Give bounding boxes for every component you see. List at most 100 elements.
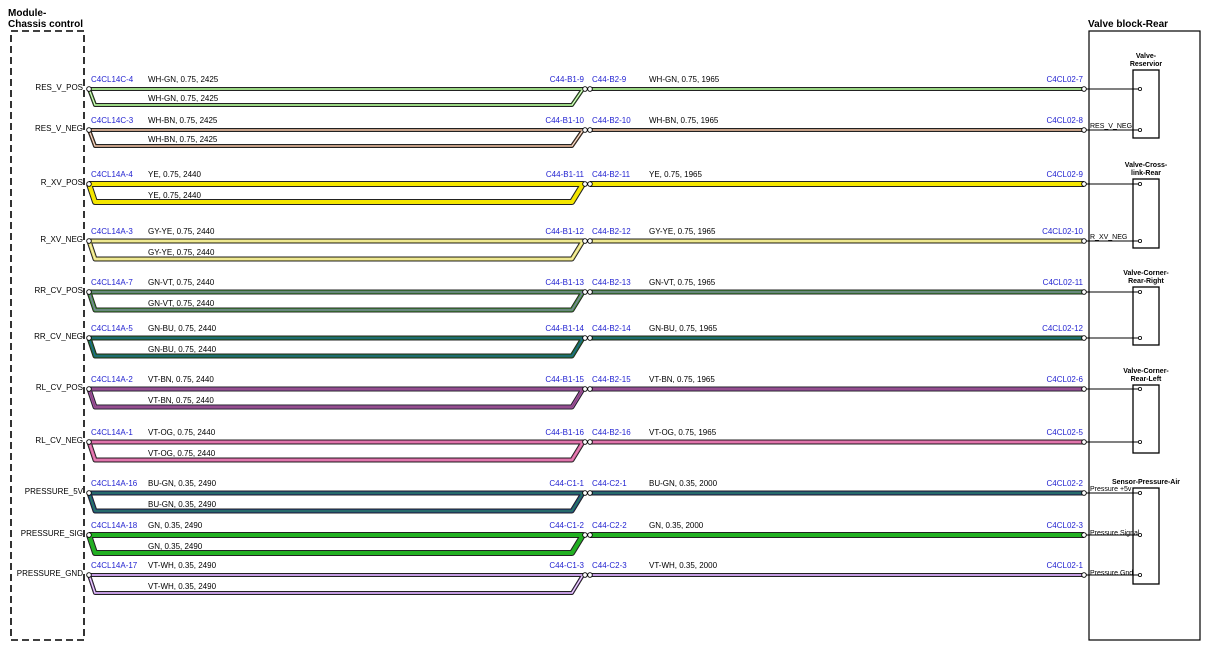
wire-label-return: WH-GN, 0.75, 2425 [148, 94, 219, 103]
component-pin-label: R_XV_NEG [1090, 234, 1127, 241]
component-pin [1138, 573, 1143, 578]
terminal-inline-a [582, 532, 588, 538]
wire-label: GN-VT, 0.75, 1965 [649, 278, 716, 287]
component-pin-label: RES_V_NEG [1090, 123, 1132, 130]
connector-label: C44-B1-16 [545, 428, 584, 437]
terminal-inline-a [582, 86, 588, 92]
connector-label: C44-C2-3 [592, 561, 627, 570]
terminal-right [1081, 86, 1087, 92]
connector-label: C44-B2-16 [592, 428, 631, 437]
pin-label: RL_CV_POS [36, 383, 83, 392]
wire-loop-stripe [88, 388, 584, 408]
terminal-left [86, 490, 92, 496]
wire-label-return: VT-OG, 0.75, 2440 [148, 449, 216, 458]
terminal-inline-b [587, 335, 593, 341]
wire-label-return: VT-BN, 0.75, 2440 [148, 396, 214, 405]
connector-label: C4CL02-2 [1047, 479, 1084, 488]
wire-loop-stripe [88, 492, 584, 512]
component-valve-reservior: Valve- Reservior RES_V_NEG [1090, 53, 1163, 139]
terminal-left [86, 335, 92, 341]
component-pin [1138, 289, 1143, 294]
wire-loop-stripe [88, 129, 584, 147]
wire-loop-stripe [88, 441, 584, 461]
terminal-right [1081, 490, 1087, 496]
wire-label-return: GN, 0.35, 2490 [148, 542, 203, 551]
connector-label: C44-B1-15 [545, 375, 584, 384]
circuit-pressure-sig [86, 532, 1143, 556]
terminal-inline-b [587, 532, 593, 538]
connector-label: C4CL14A-4 [91, 170, 133, 179]
connector-label: C4CL14C-4 [91, 75, 134, 84]
terminal-inline-a [582, 127, 588, 133]
component-title: Valve- [1136, 53, 1157, 60]
wire-label: GN, 0.35, 2490 [148, 521, 203, 530]
connector-label: C4CL02-5 [1047, 428, 1084, 437]
component-title: Rear-Left [1131, 376, 1162, 383]
circuit-res-v-pos [87, 87, 1143, 107]
terminal-inline-b [587, 490, 593, 496]
wire-loop-stripe [88, 574, 584, 594]
wire-loop-stripe [88, 88, 584, 106]
component-box [1132, 178, 1160, 249]
wire-loop-stripe [88, 240, 584, 260]
terminal-inline-a [582, 490, 588, 496]
circuit-r-xv-neg [86, 238, 1143, 262]
component-pin [1138, 238, 1143, 243]
wire-label: GN-BU, 0.75, 2440 [148, 324, 217, 333]
sensor-pin-label: Pressure Signal [1090, 530, 1140, 537]
wire-label: WH-BN, 0.75, 2425 [148, 116, 218, 125]
connector-label: C44-B2-11 [592, 170, 631, 179]
wire-label: VT-OG, 0.75, 2440 [148, 428, 216, 437]
wire-loop [87, 182, 585, 204]
terminal-inline-b [587, 86, 593, 92]
component-box [1132, 384, 1160, 454]
terminal-right [1081, 386, 1087, 392]
terminal-left [86, 532, 92, 538]
component-sensor-pressure-air: Sensor-Pressure-Air Pressure +5v Pressur… [1090, 479, 1180, 585]
sensor-pin-label: Pressure +5v [1090, 486, 1132, 493]
terminal-right [1081, 572, 1087, 578]
connector-label: C4CL02-3 [1047, 521, 1084, 530]
pin-label: RES_V_NEG [35, 124, 83, 133]
connector-label: C44-C1-2 [549, 521, 584, 530]
module-title-line2: Chassis control [8, 19, 83, 30]
component-pin [1138, 439, 1143, 444]
pin-label: R_XV_POS [41, 178, 83, 187]
terminal-inline-a [582, 238, 588, 244]
connector-label: C44-B2-14 [592, 324, 631, 333]
terminal-right [1081, 127, 1087, 133]
circuit-rl-cv-neg [86, 439, 1143, 463]
component-valve-corner-rear-right: Valve-Corner- Rear-Right [1123, 270, 1169, 346]
wire-label-return: YE, 0.75, 2440 [148, 191, 201, 200]
wire-label: GN-BU, 0.75, 1965 [649, 324, 718, 333]
connector-label: C44-B1-11 [546, 170, 585, 179]
circuit-rr-cv-pos [86, 289, 1143, 313]
connector-label: C4CL02-7 [1047, 75, 1084, 84]
terminal-inline-a [582, 181, 588, 187]
wire-label: WH-GN, 0.75, 2425 [148, 75, 219, 84]
component-title: Rear-Right [1128, 278, 1164, 285]
component-pin [1138, 386, 1143, 391]
component-title: Sensor-Pressure-Air [1112, 479, 1180, 486]
pin-label: RR_CV_NEG [34, 332, 83, 341]
circuit-pressure-5v [86, 490, 1143, 514]
pin-label: R_XV_NEG [40, 235, 83, 244]
terminal-inline-a [582, 572, 588, 578]
wire-label: GN-VT, 0.75, 2440 [148, 278, 215, 287]
module-chassis-control-box [10, 30, 85, 641]
component-title: Reservior [1130, 61, 1163, 68]
terminal-inline-b [587, 127, 593, 133]
component-box [1132, 487, 1160, 585]
connector-label: C4CL02-11 [1043, 278, 1084, 287]
terminal-left [86, 86, 92, 92]
connector-label: C4CL14A-18 [91, 521, 138, 530]
connector-label: C4CL02-12 [1042, 324, 1083, 333]
terminal-inline-b [587, 439, 593, 445]
terminal-inline-a [582, 289, 588, 295]
terminal-inline-a [582, 439, 588, 445]
component-pin [1138, 181, 1143, 186]
wire-label-return: GN-VT, 0.75, 2440 [148, 299, 215, 308]
connector-label: C44-B2-12 [592, 227, 631, 236]
wire-label: VT-BN, 0.75, 2440 [148, 375, 214, 384]
